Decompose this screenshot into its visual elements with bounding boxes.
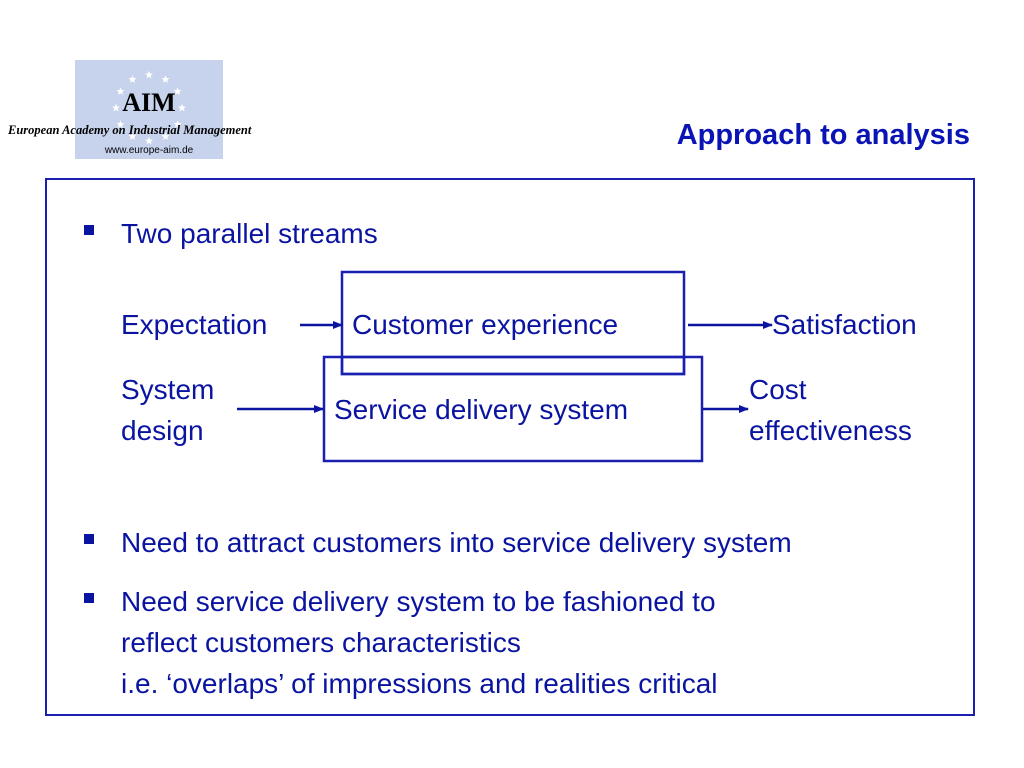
star-icon — [173, 87, 182, 95]
label-service-delivery-system: Service delivery system — [334, 394, 629, 425]
bullet-text-1: Two parallel streams — [121, 218, 378, 249]
bullet-text-3-line-2: reflect customers characteristics — [121, 627, 521, 658]
star-icon — [116, 87, 125, 95]
logo-url: www.europe-aim.de — [104, 145, 194, 156]
star-icon — [128, 132, 137, 140]
content-frame — [45, 178, 975, 716]
bullet-text-3-line-1: Need service delivery system to be fashi… — [121, 586, 716, 617]
label-expectation: Expectation — [121, 309, 268, 340]
star-icon — [161, 132, 170, 140]
bullet-text-3-line-3: i.e. ‘overlaps’ of impressions and reali… — [121, 668, 718, 699]
star-icon — [178, 103, 186, 112]
star-icon — [145, 136, 153, 145]
star-ring-icon — [112, 70, 186, 145]
star-icon — [145, 70, 153, 79]
logo-organization-name: European Academy on Industrial Managemen… — [8, 123, 252, 137]
label-design: design — [121, 415, 204, 446]
star-icon — [128, 75, 137, 83]
bullet-marker — [84, 534, 94, 544]
star-icon — [161, 75, 170, 83]
logo: AIM — [75, 60, 223, 159]
logo-acronym: AIM — [122, 88, 176, 117]
star-icon — [112, 103, 120, 112]
bullet-marker — [84, 225, 94, 235]
label-effectiveness: effectiveness — [749, 415, 912, 446]
label-satisfaction: Satisfaction — [772, 309, 917, 340]
label-customer-experience: Customer experience — [352, 309, 619, 340]
star-icon — [116, 120, 125, 128]
bullet-marker — [84, 593, 94, 603]
label-cost: Cost — [749, 374, 807, 405]
bullet-text-2: Need to attract customers into service d… — [121, 527, 792, 558]
label-system: System — [121, 374, 215, 405]
star-icon — [173, 120, 182, 128]
overlap-region — [340, 355, 686, 376]
slide-title: Approach to analysis — [676, 119, 970, 151]
service-delivery-system-box — [322, 355, 704, 463]
